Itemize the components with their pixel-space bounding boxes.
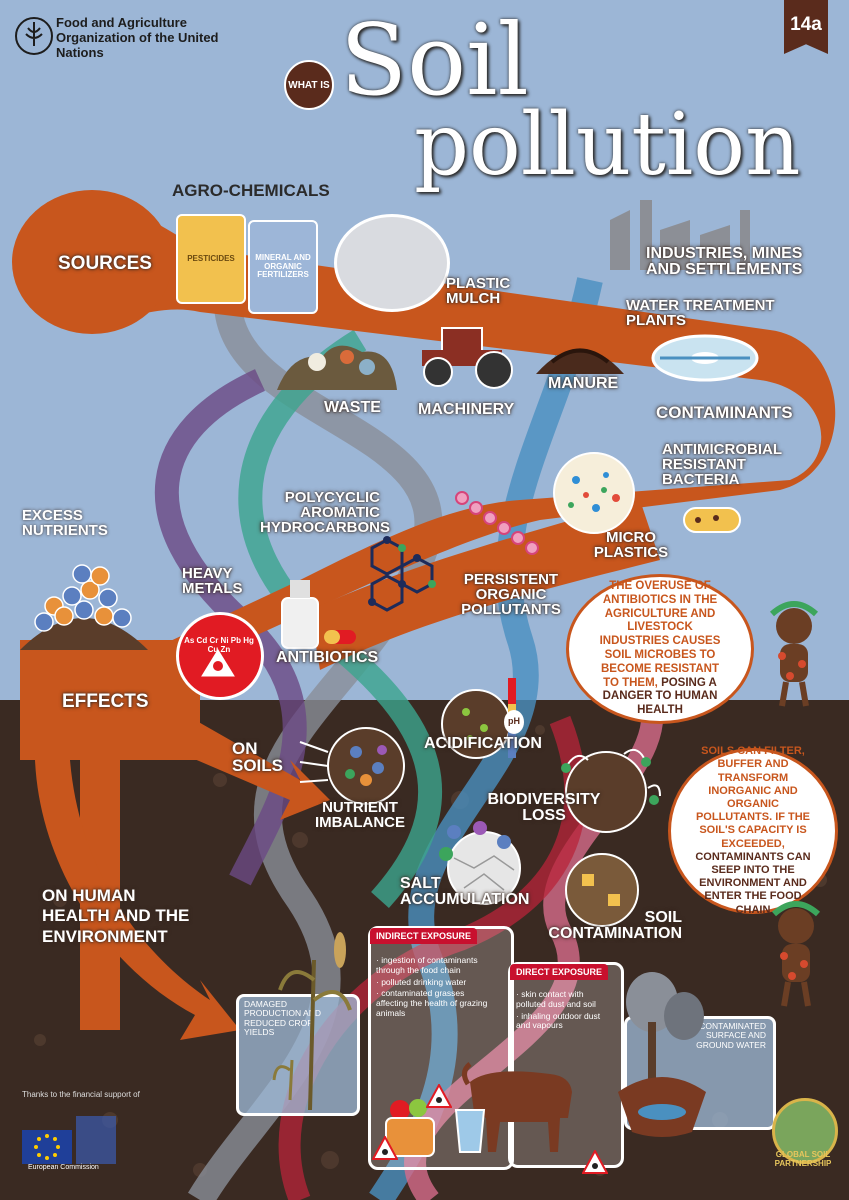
machinery-tractor-icon (422, 327, 513, 389)
sources-label: SOURCES (58, 253, 152, 274)
on-soils-label: ON SOILS (232, 739, 284, 775)
cow-icon (462, 1062, 572, 1152)
on-human-health-label: ON HUMAN HEALTH AND THE ENVIRONMENT (42, 886, 190, 946)
industries-label: INDUSTRIES, MINES AND SETTLEMENTS (646, 245, 803, 278)
plastic-mulch-photo (334, 214, 450, 312)
direct-item: · inhaling outdoor dust and vapours (516, 1010, 601, 1031)
acidification-label: ACIDIFICATION (424, 735, 542, 752)
salt-accumulation-icon (439, 821, 521, 905)
indirect-item: · ingestion of contaminants through the … (376, 955, 478, 975)
nutrient-imbalance-label: NUTRIENT IMBALANCE (315, 799, 405, 831)
waste-icon (277, 345, 397, 390)
antibiotics-note-text: THE OVERUSE OF ANTIBIOTICS IN THE AGRICU… (599, 580, 721, 689)
soil-character-2-icon (771, 901, 821, 1007)
contaminated-water-label: CONTAMINATED SURFACE AND GROUND WATER (696, 1021, 766, 1050)
machinery-label: MACHINERY (418, 401, 515, 418)
antibiotics-note-emphasis: POSING A DANGER TO HUMAN HEALTH (602, 676, 718, 717)
indirect-exposure-list: · ingestion of contaminants through the … (376, 955, 498, 1021)
excess-nutrients-icon (20, 564, 148, 650)
gsp-name: GLOBAL SOIL PARTNERSHIP (774, 1150, 832, 1168)
contaminants-band (310, 500, 660, 670)
title-pollution: pollution (414, 95, 801, 195)
ph-label: pH (508, 716, 520, 726)
excess-nutrients-label: EXCESS NUTRIENTS (22, 507, 108, 539)
indirect-exposure-header: INDIRECT EXPOSURE (370, 928, 478, 944)
damaged-crops-label: DAMAGED PRODUCTION AND REDUCED CROP YIEL… (244, 999, 321, 1038)
heavy-metals-label: HEAVY METALS (182, 565, 243, 597)
biodiversity-loss-label: BIODIVERSITY LOSS (487, 791, 601, 824)
direct-exposure-panel (508, 962, 624, 1168)
indirect-item: · contaminated grasses affecting the hea… (376, 988, 488, 1018)
bacteria-icon (683, 507, 741, 533)
indirect-item: · polluted drinking water (376, 976, 467, 987)
amr-label: ANTIMICROBIAL RESISTANT BACTERIA (662, 441, 782, 488)
contaminants-label: CONTAMINANTS (656, 403, 793, 422)
hazard-sign-icon-2 (426, 1084, 452, 1108)
microplastics-icon (553, 452, 635, 534)
hazard-sign-icon-3 (582, 1150, 608, 1174)
org-name: Food and Agriculture Organization of the… (56, 15, 219, 60)
effects-circle (20, 640, 200, 760)
skull-hazard-icon (201, 649, 235, 677)
antibiotics-bottle-icon (281, 580, 356, 649)
ribbon-blue (369, 277, 603, 1200)
pesticides-barrel: PESTICIDES (176, 214, 246, 304)
factory-icon (610, 200, 750, 270)
wilted-plant-icon (272, 932, 352, 1110)
what-is-circle: WHAT IS (284, 60, 334, 110)
water-treatment-icon (651, 334, 759, 382)
soil-character-1-icon (769, 601, 819, 707)
antibiotics-speech-bubble: THE OVERUSE OF ANTIBIOTICS IN THE AGRICU… (566, 574, 754, 724)
gsp-logo-icon (772, 1098, 838, 1164)
fao-logo-icon (15, 17, 53, 55)
manure-label: MANURE (548, 375, 619, 392)
waste-label: WASTE (324, 399, 381, 416)
nutrient-imbalance-icon (299, 727, 405, 805)
sources-blob (26, 198, 836, 660)
thanks-text: Thanks to the financial support of (22, 1090, 140, 1099)
on-health-arrow (35, 760, 240, 1040)
manure-icon (536, 348, 624, 374)
soils-speech-bubble: SOILS CAN FILTER, BUFFER AND TRANSFORM I… (668, 745, 838, 916)
soils-note-emphasis: CONTAMINANTS CAN SEEP INTO THE ENVIRONME… (695, 850, 811, 916)
microplastics-label: MICRO PLASTICS (593, 529, 669, 561)
heavy-metals-symbols: As Cd Cr Ni Pb Hg Cu Zn (184, 636, 254, 654)
salt-accumulation-label: SALT ACCUMULATION (400, 875, 530, 908)
direct-item: · skin contact with polluted dust and so… (516, 989, 596, 1009)
hazard-sign-icon-1 (372, 1136, 398, 1160)
damaged-crops-panel (236, 994, 360, 1116)
agro-chemicals-label: AGRO-CHEMICALS (172, 181, 330, 200)
pop-label: PERSISTENT ORGANIC POLLUTANTS (461, 571, 561, 618)
title-soil: Soil (340, 4, 529, 118)
effects-label: EFFECTS (62, 691, 149, 712)
antibiotics-label: ANTIBIOTICS (276, 649, 379, 666)
pah-label: POLYCYCLIC AROMATIC HYDROCARBONS (260, 489, 391, 536)
water-treatment-label: WATER TREATMENT PLANTS (626, 297, 775, 329)
plastic-mulch-label: PLASTIC MULCH (446, 275, 511, 307)
soil-contamination-label: SOIL CONTAMINATION (548, 909, 682, 942)
biodiversity-loss-icon (561, 748, 661, 833)
direct-exposure-header: DIRECT EXPOSURE (510, 964, 609, 980)
soil-contamination-icon (565, 853, 639, 927)
tree-water-icon (618, 972, 706, 1137)
fertilizers-barrel: MINERAL AND ORGANIC FERTILIZERS (248, 220, 318, 314)
pop-chain-icon (455, 491, 539, 555)
eu-logo-icon (22, 1116, 116, 1164)
water-glass-icon (454, 1109, 486, 1153)
eu-name: European Commission (28, 1164, 99, 1171)
direct-exposure-list: · skin contact with polluted dust and so… (516, 989, 612, 1033)
sources-circle (12, 190, 172, 334)
pah-molecule-icon (368, 536, 436, 612)
soils-note-text: SOILS CAN FILTER, BUFFER AND TRANSFORM I… (695, 745, 811, 850)
acidification-icon (441, 678, 524, 759)
